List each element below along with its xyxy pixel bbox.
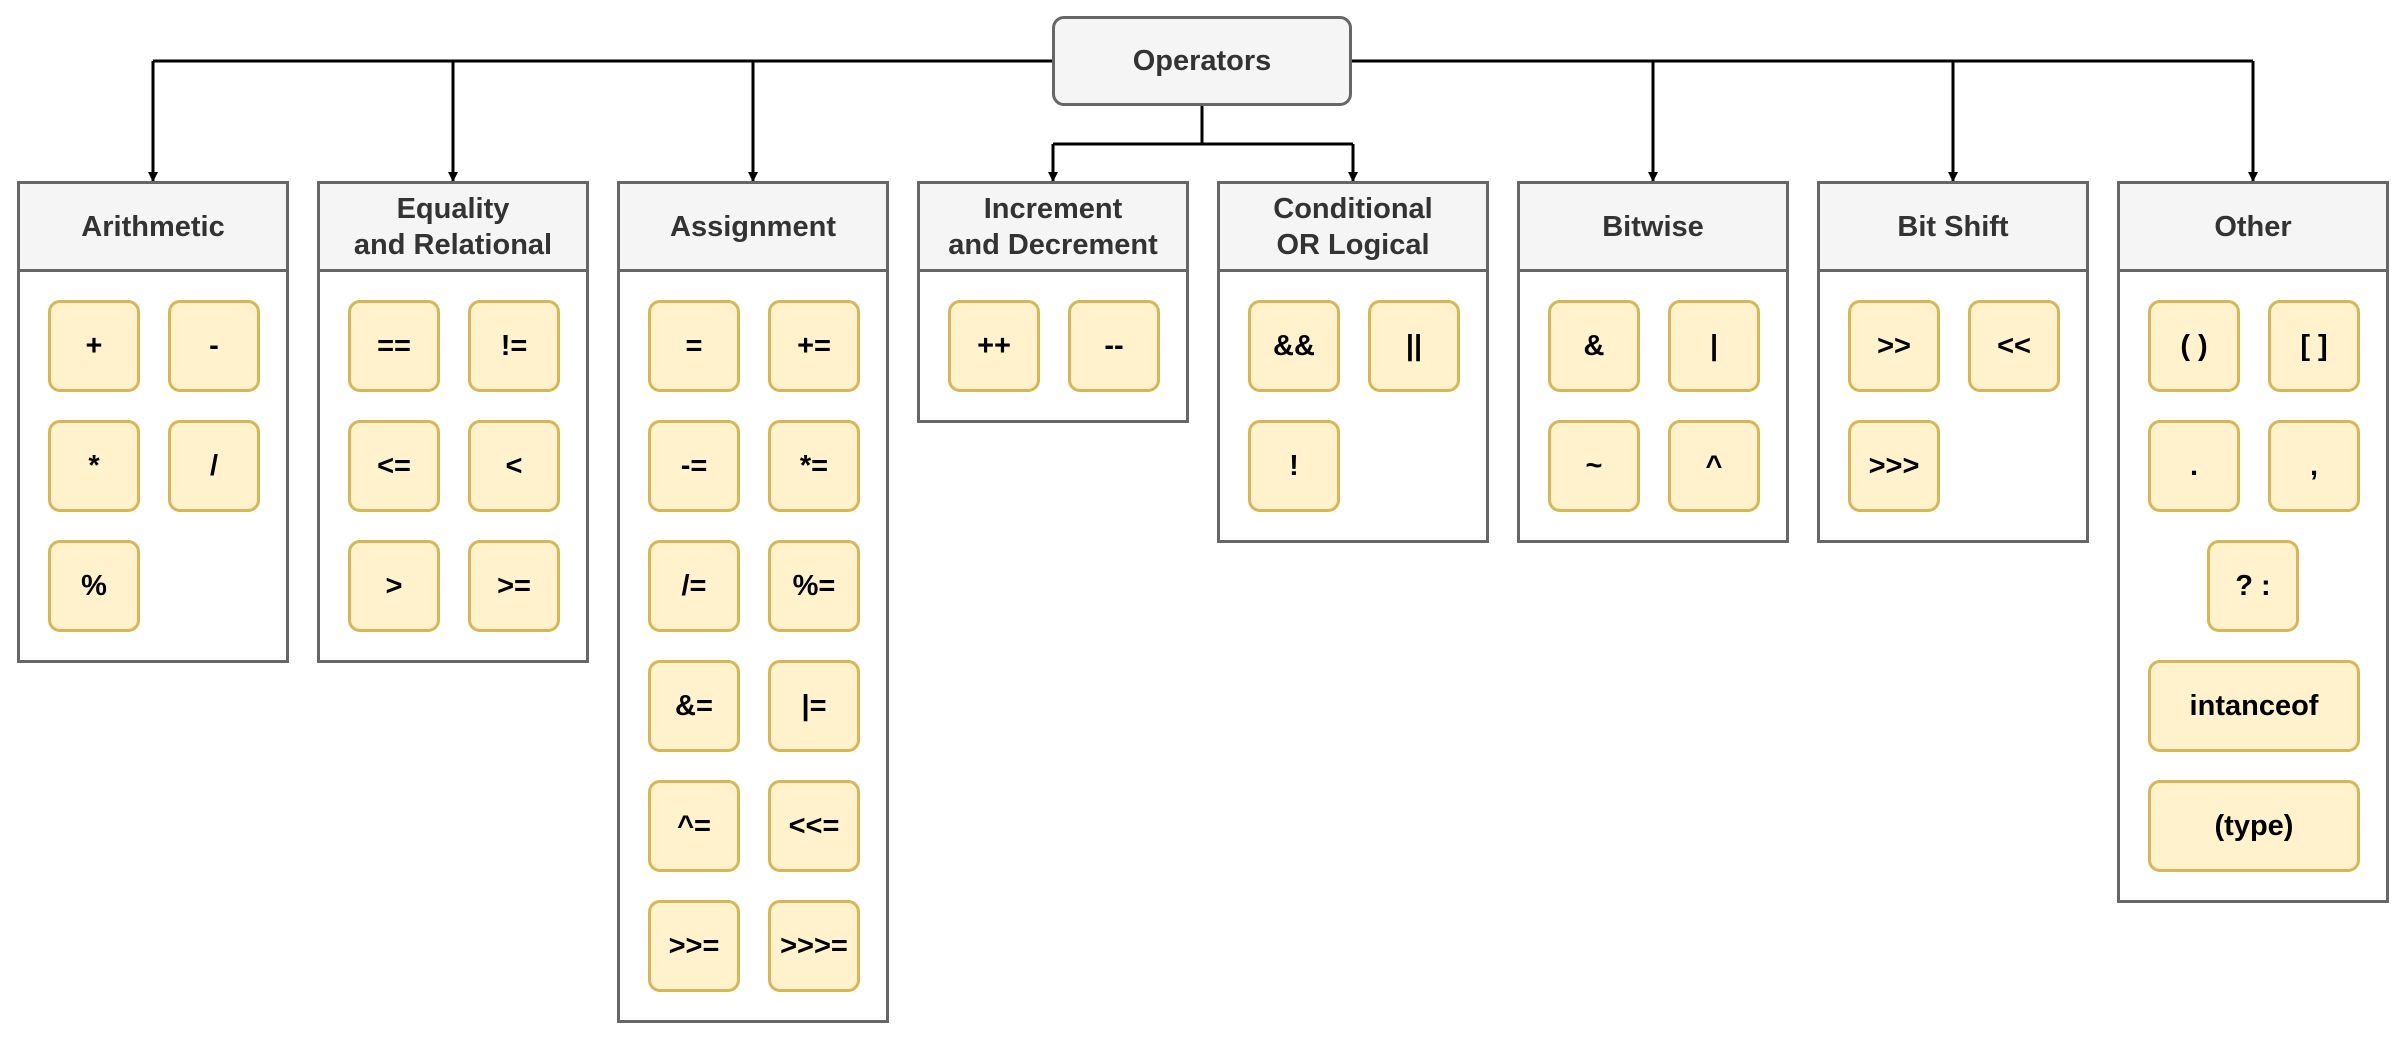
operator-box: , (2268, 420, 2360, 512)
category-title-assignment: Assignment (620, 184, 886, 272)
operator-box: *= (768, 420, 860, 512)
operator-box: >>> (1848, 420, 1940, 512)
operator-box: - (168, 300, 260, 392)
operator-box: [ ] (2268, 300, 2360, 392)
operator-box: >> (1848, 300, 1940, 392)
category-title-other: Other (2120, 184, 2386, 272)
category-title-equality: Equality and Relational (320, 184, 586, 272)
category-increment: Increment and Decrement ++ -- (917, 181, 1189, 423)
operator-box: % (48, 540, 140, 632)
operator-box: (type) (2148, 780, 2360, 872)
category-title-arithmetic: Arithmetic (20, 184, 286, 272)
operator-box: ! (1248, 420, 1340, 512)
operator-box: %= (768, 540, 860, 632)
operator-box: | (1668, 300, 1760, 392)
operator-box: > (348, 540, 440, 632)
operator-list: == != <= < > >= (320, 272, 586, 660)
operator-list: && ||! (1220, 272, 1486, 540)
operator-box: ( ) (2148, 300, 2240, 392)
operator-box: -- (1068, 300, 1160, 392)
operator-box: = (648, 300, 740, 392)
operator-box: >= (468, 540, 560, 632)
operator-list: +-* /% (20, 272, 286, 660)
operator-list: &| ~ ^ (1520, 272, 1786, 540)
root-node-operators: Operators (1052, 16, 1352, 106)
category-title-bitshift: Bit Shift (1820, 184, 2086, 272)
operator-box: == (348, 300, 440, 392)
operator-box: >>= (648, 900, 740, 992)
operator-box: += (768, 300, 860, 392)
category-title-bitwise: Bitwise (1520, 184, 1786, 272)
category-bitwise: Bitwise &| ~ ^ (1517, 181, 1789, 543)
category-title-increment: Increment and Decrement (920, 184, 1186, 272)
operator-list: = += -= *= /= %= &= |= ^= <<= >>= >>>= (620, 272, 886, 1020)
operator-list: ++ -- (920, 272, 1186, 420)
operator-box: &= (648, 660, 740, 752)
operator-box: < (468, 420, 560, 512)
operator-box: <<= (768, 780, 860, 872)
category-bitshift: Bit Shift >> << >>> (1817, 181, 2089, 543)
operator-box: || (1368, 300, 1460, 392)
category-conditional: Conditional OR Logical && ||! (1217, 181, 1489, 543)
operator-box: != (468, 300, 560, 392)
operator-box: * (48, 420, 140, 512)
operator-list: ( ) [ ]., ? : intanceof (type) (2120, 272, 2386, 900)
operator-box: -= (648, 420, 740, 512)
operator-box: + (48, 300, 140, 392)
operator-box: ++ (948, 300, 1040, 392)
operator-box: intanceof (2148, 660, 2360, 752)
category-title-conditional: Conditional OR Logical (1220, 184, 1486, 272)
operator-box: ^ (1668, 420, 1760, 512)
operator-box: << (1968, 300, 2060, 392)
category-assignment: Assignment = += -= *= /= %= &= |= ^= <<= >>= >>>= (617, 181, 889, 1023)
operator-box: /= (648, 540, 740, 632)
operator-box: / (168, 420, 260, 512)
category-arithmetic: Arithmetic +-* /% (17, 181, 289, 663)
operator-box: |= (768, 660, 860, 752)
category-other: Other ( ) [ ]., ? : intanceof (type) (2117, 181, 2389, 903)
operator-box: ^= (648, 780, 740, 872)
operator-list: >> << >>> (1820, 272, 2086, 540)
category-equality: Equality and Relational == != <= < > >= (317, 181, 589, 663)
operator-box: <= (348, 420, 440, 512)
operator-box: >>>= (768, 900, 860, 992)
operator-box: . (2148, 420, 2240, 512)
operator-box: && (1248, 300, 1340, 392)
operator-box: ? : (2207, 540, 2299, 632)
operator-box: & (1548, 300, 1640, 392)
operator-box: ~ (1548, 420, 1640, 512)
